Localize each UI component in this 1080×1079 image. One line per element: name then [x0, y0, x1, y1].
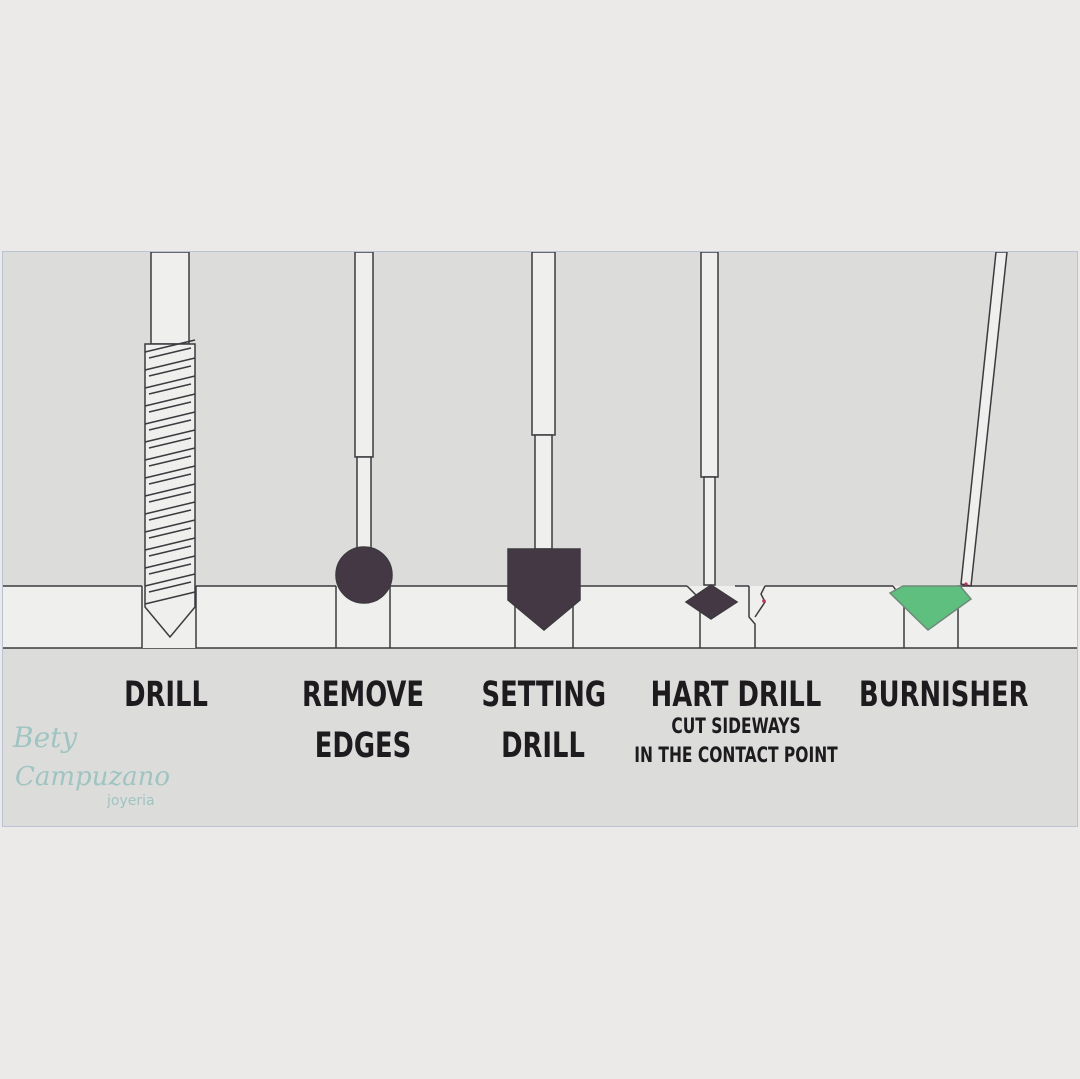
- burnisher-tool: [888, 252, 1008, 648]
- hart-drill-label: HART DRILL: [650, 675, 822, 715]
- remove-edges-tool: [335, 252, 393, 648]
- setting-drill-label: SETTING DRILL: [481, 675, 607, 766]
- watermark-logo-line2: Campuzano: [15, 762, 171, 792]
- watermark-logo-line3: joyeria: [107, 793, 155, 809]
- drill-tool: [141, 252, 197, 648]
- drill-label: DRILL: [124, 675, 208, 715]
- hart-drill-note: CUT SIDEWAYS IN THE CONTACT POINT: [634, 714, 838, 767]
- watermark-logo-line1: Bety: [13, 721, 78, 754]
- diagram-panel: DRILL REMOVE EDGES SETTING DRILL HART DR…: [2, 251, 1078, 827]
- hart-drill-tool: [684, 252, 766, 648]
- contact-point-mark: [762, 599, 766, 603]
- burnisher-label: BURNISHER: [859, 675, 1029, 715]
- setting-drill-tool: [507, 252, 581, 648]
- stone-setting-diagram: [3, 252, 1077, 649]
- remove-edges-label: REMOVE EDGES: [301, 675, 425, 766]
